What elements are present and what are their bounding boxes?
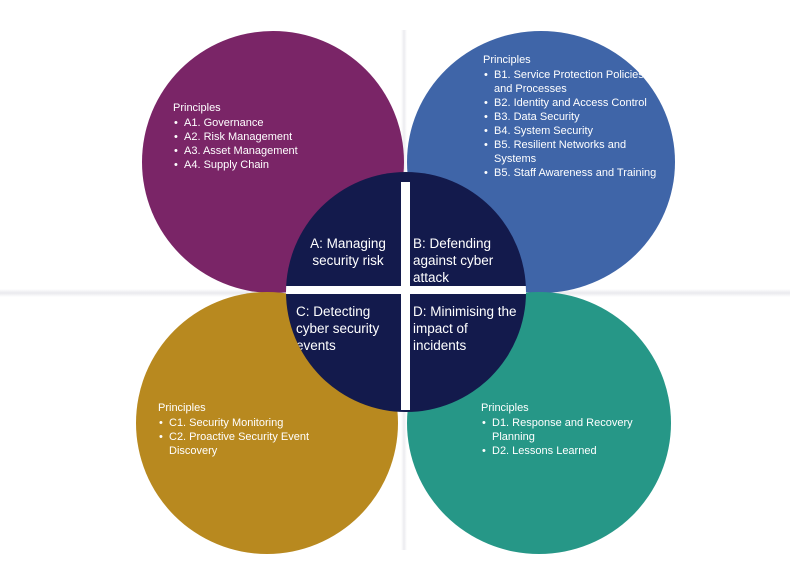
principle-a4: A4. Supply Chain — [173, 158, 353, 172]
principles-b-list: B1. Service Protection Policies and Proc… — [483, 68, 659, 180]
quadrant-a-label: A: Managing security risk — [310, 236, 386, 268]
principles-d-list: D1. Response and Recovery Planning D2. L… — [481, 416, 661, 458]
quadrant-b-label: B: Defending against cyber attack — [413, 236, 494, 285]
center-cross-vertical — [401, 182, 410, 410]
principles-b: Principles B1. Service Protection Polici… — [483, 53, 659, 180]
principle-a2: A2. Risk Management — [173, 130, 353, 144]
principle-b2: B2. Identity and Access Control — [483, 96, 659, 110]
principles-a-title: Principles — [173, 102, 221, 114]
quadrant-d-label: D: Minimising the impact of incidents — [413, 304, 517, 353]
center-circle: A: Managing security risk B: Defending a… — [286, 172, 526, 412]
quadrant-c-label: C: Detecting cyber security events — [296, 304, 380, 353]
principle-c2: C2. Proactive Security Event Discovery — [158, 430, 358, 458]
principles-a-list: A1. Governance A2. Risk Management A3. A… — [173, 116, 353, 172]
principles-c-title: Principles — [158, 402, 206, 414]
principle-b3: B3. Data Security — [483, 110, 659, 124]
principle-d2: D2. Lessons Learned — [481, 444, 661, 458]
principle-a3: A3. Asset Management — [173, 144, 353, 158]
principles-c-list: C1. Security Monitoring C2. Proactive Se… — [158, 416, 358, 458]
principle-b4: B4. System Security — [483, 124, 659, 138]
principles-c: Principles C1. Security Monitoring C2. P… — [158, 401, 358, 458]
principle-b5-networks: B5. Resilient Networks and Systems — [483, 138, 659, 166]
principle-c1: C1. Security Monitoring — [158, 416, 358, 430]
principles-a: Principles A1. Governance A2. Risk Manag… — [173, 101, 353, 172]
principle-b1: B1. Service Protection Policies and Proc… — [483, 68, 659, 96]
principle-d1: D1. Response and Recovery Planning — [481, 416, 661, 444]
principle-b5-staff: B5. Staff Awareness and Training — [483, 166, 659, 180]
center-cross-horizontal — [286, 286, 526, 294]
principles-d: Principles D1. Response and Recovery Pla… — [481, 401, 661, 458]
principle-a1: A1. Governance — [173, 116, 353, 130]
principles-b-title: Principles — [483, 54, 531, 66]
principles-d-title: Principles — [481, 402, 529, 414]
